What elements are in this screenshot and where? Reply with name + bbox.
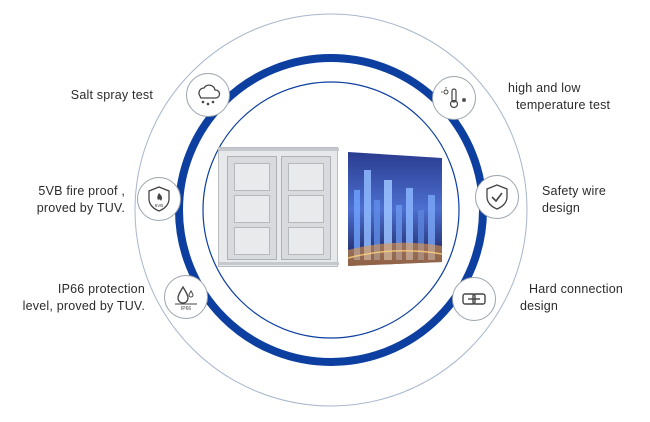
shield-check-icon [486, 184, 508, 210]
fire-proof-badge: 5VB [137, 177, 181, 221]
chain-link-icon [462, 293, 486, 305]
fire-proof-label-line-1: 5VB fire proof , [38, 184, 125, 198]
hard-connection-label-line-2: design [520, 299, 559, 313]
temperature-label: high and low temperature test [498, 80, 610, 114]
inner-thin-ring [202, 81, 460, 339]
fire-badge-text: 5VB [155, 203, 164, 208]
ip66-badge-text: IP66 [181, 306, 192, 312]
water-drop-icon: IP66 [175, 285, 197, 312]
hard-connection-badge [452, 277, 496, 321]
temperature-badge [432, 76, 476, 120]
salt-spray-badge [186, 73, 230, 117]
cabinet-back-photo [218, 147, 339, 267]
ip66-label-line-1: IP66 protection [57, 282, 145, 296]
hard-connection-label: Hard connection design [520, 281, 623, 315]
ip66-label: IP66 protection level, proved by TUV. [23, 281, 145, 315]
fire-proof-label-line-2: proved by TUV. [36, 201, 125, 215]
safety-wire-label-line-1: Safety wire [542, 184, 607, 198]
thermometer-sun-snow-icon [441, 87, 466, 109]
outer-thin-ring [134, 13, 528, 407]
temperature-label-line-2: temperature test [516, 98, 611, 112]
fire-shield-icon: 5VB [148, 186, 170, 212]
hard-connection-label-line-1: Hard connection [529, 282, 624, 296]
fire-proof-label: 5VB fire proof , proved by TUV. [37, 183, 125, 217]
safety-wire-label-line-2: design [542, 201, 581, 215]
salt-spray-cloud-icon [198, 84, 221, 106]
safety-wire-label: Safety wire design [542, 183, 606, 217]
safety-wire-badge [475, 175, 519, 219]
salt-spray-label: Salt spray test [71, 87, 153, 104]
temperature-label-line-1: high and low [508, 81, 581, 95]
cabinet-front-display-photo [347, 152, 442, 266]
salt-spray-label-line-1: Salt spray test [70, 88, 153, 102]
ip66-label-line-2: level, proved by TUV. [22, 299, 145, 313]
ip66-badge: IP66 [164, 275, 208, 319]
